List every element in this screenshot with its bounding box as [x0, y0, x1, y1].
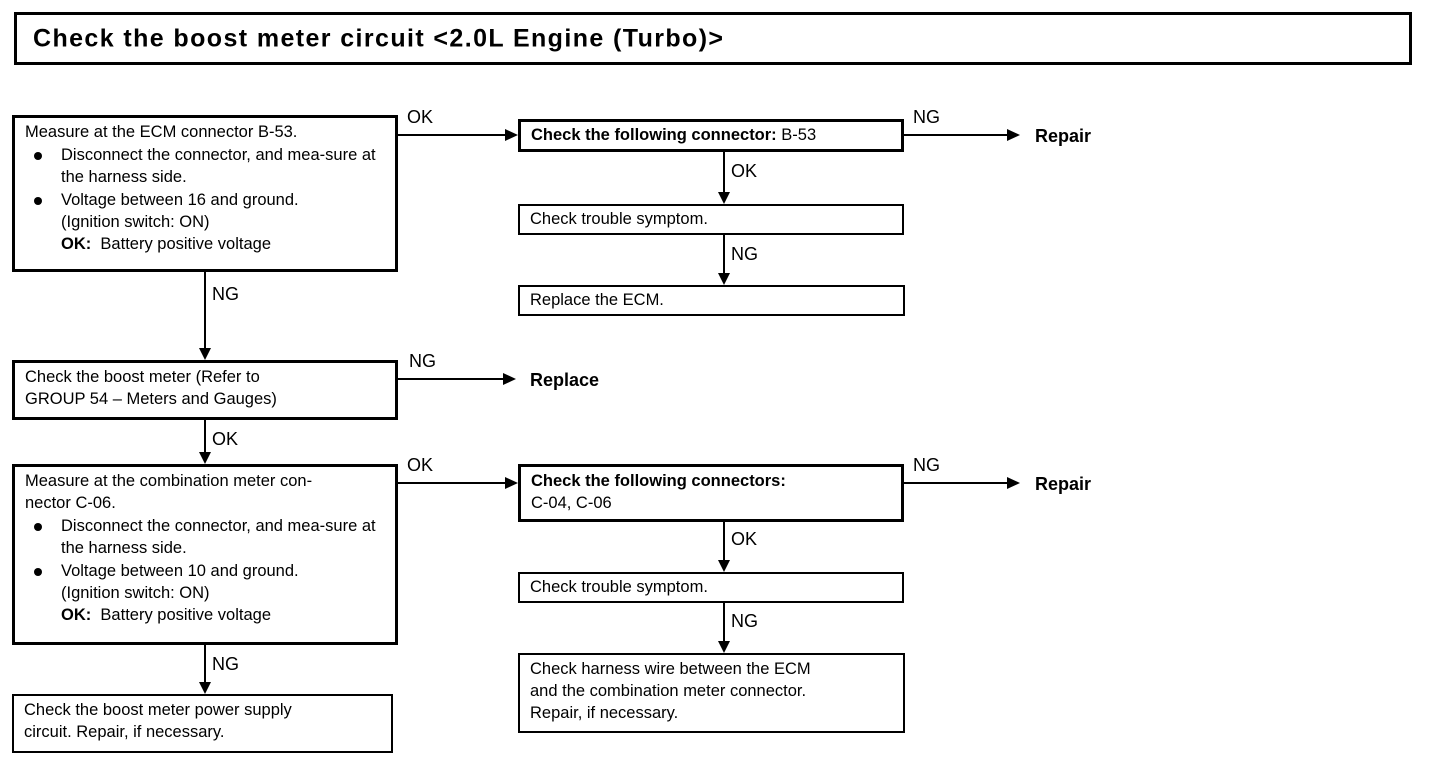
- edge-label-ng-ecm-boost: NG: [212, 284, 239, 304]
- edge-label-ok-boost-measure: OK: [212, 429, 239, 449]
- box-check-harness-line1: Check harness wire between the ECM: [530, 660, 811, 678]
- box-check-connector-b53: Check the following connector: B-53: [518, 119, 904, 152]
- connector-b53-to-symptom1: [723, 152, 725, 192]
- connectors-bold-part: Check the following connectors:: [531, 472, 786, 490]
- arrowhead-measure-cm-to-power-supply: [199, 682, 211, 694]
- arrowhead-boost-meter-to-replace: [503, 373, 516, 385]
- arrowhead-measure-cm-to-connectors: [505, 477, 518, 489]
- ok-label: OK:: [61, 605, 92, 624]
- edge-label-ng-symptom2-harness: NG: [731, 611, 758, 631]
- box-check-harness-wire: Check harness wire between the ECM and t…: [518, 653, 905, 733]
- edge-label-ok-connectors-symptom2: OK: [731, 529, 758, 549]
- box-check-harness-line2: and the combination meter connector.: [530, 681, 807, 700]
- box-measure-ecm-ok-line: OK: Battery positive voltage: [25, 234, 387, 256]
- connector-bold-part: Check the following connector:: [531, 126, 777, 144]
- edge-label-ok-ecm-b53: OK: [407, 107, 434, 127]
- box-measure-cm-note: (Ignition switch: ON): [61, 583, 210, 602]
- box-check-power-supply-line2: circuit. Repair, if necessary.: [24, 722, 225, 741]
- edge-label-ng-b53-repair: NG: [913, 107, 940, 127]
- box-check-trouble-symptom-2: Check trouble symptom.: [518, 572, 904, 603]
- list-item: Voltage between 10 and ground.: [25, 561, 387, 583]
- terminal-repair-top: Repair: [1035, 126, 1092, 146]
- box-replace-ecm: Replace the ECM.: [518, 285, 905, 316]
- box-check-power-supply-line1: Check the boost meter power supply: [24, 701, 292, 719]
- box-check-boost-meter-line2: GROUP 54 – Meters and Gauges): [25, 389, 277, 408]
- connector-measure-cm-to-power-supply: [204, 645, 206, 682]
- box-check-boost-meter: Check the boost meter (Refer to GROUP 54…: [12, 360, 398, 420]
- connector-ecm-to-boost-meter: [204, 272, 206, 348]
- connector-b53-to-repair: [904, 134, 1007, 136]
- box-check-harness-line3: Repair, if necessary.: [530, 703, 679, 722]
- box-check-boost-meter-line1: Check the boost meter (Refer to: [25, 368, 260, 386]
- arrowhead-ecm-to-b53: [505, 129, 518, 141]
- box-measure-combination-meter: Measure at the combination meter con- ne…: [12, 464, 398, 645]
- connector-boost-meter-to-replace: [398, 378, 503, 380]
- connector-connectors-to-symptom2: [723, 522, 725, 560]
- connector-plain-part: B-53: [781, 126, 817, 144]
- terminal-replace-meter: Replace: [530, 370, 600, 390]
- arrowhead-ecm-to-boost-meter: [199, 348, 211, 360]
- box-measure-ecm-bullets: Disconnect the connector, and mea-sure a…: [25, 145, 387, 212]
- bullet-dot-icon: [34, 522, 42, 531]
- connector-symptom1-to-replace-ecm: [723, 235, 725, 273]
- edge-label-ng-measure-power: NG: [212, 654, 239, 674]
- bullet-text: Disconnect the connector, and mea-sure a…: [61, 516, 376, 557]
- list-item: Voltage between 16 and ground.: [25, 190, 387, 212]
- ok-value: Battery positive voltage: [100, 234, 272, 253]
- arrowhead-symptom2-to-harness: [718, 641, 730, 653]
- title-bar: Check the boost meter circuit <2.0L Engi…: [14, 12, 1412, 65]
- arrowhead-symptom1-to-replace-ecm: [718, 273, 730, 285]
- box-measure-ecm-note: (Ignition switch: ON): [61, 212, 210, 231]
- bullet-text: Disconnect the connector, and mea-sure a…: [61, 145, 376, 186]
- bullet-text: Voltage between 10 and ground.: [61, 561, 299, 580]
- box-measure-cm-bullets: Disconnect the connector, and mea-sure a…: [25, 516, 387, 583]
- arrowhead-b53-to-symptom1: [718, 192, 730, 204]
- box-check-trouble-symptom-2-text: Check trouble symptom.: [530, 578, 708, 596]
- bullet-dot-icon: [34, 567, 42, 576]
- edge-label-ng-symptom1-ecm: NG: [731, 244, 758, 264]
- arrowhead-connectors-to-symptom2: [718, 560, 730, 572]
- box-measure-cm-header-line2: nector C-06.: [25, 493, 116, 512]
- connector-connectors-to-repair: [904, 482, 1007, 484]
- box-measure-ecm-header: Measure at the ECM connector B-53.: [25, 123, 298, 141]
- connector-symptom2-to-harness: [723, 603, 725, 641]
- connector-measure-cm-to-connectors: [398, 482, 505, 484]
- box-check-trouble-symptom-1: Check trouble symptom.: [518, 204, 904, 235]
- box-measure-cm-header-line1: Measure at the combination meter con-: [25, 472, 313, 490]
- connector-boost-meter-to-measure-cm: [204, 420, 206, 452]
- arrowhead-b53-to-repair: [1007, 129, 1020, 141]
- box-check-trouble-symptom-1-text: Check trouble symptom.: [530, 210, 708, 228]
- edge-label-ok-measure-connectors: OK: [407, 455, 434, 475]
- connectors-plain-part: C-04, C-06: [531, 493, 612, 512]
- bullet-dot-icon: [34, 151, 42, 160]
- box-replace-ecm-text: Replace the ECM.: [530, 291, 664, 309]
- arrowhead-boost-meter-to-measure-cm: [199, 452, 211, 464]
- ok-value: Battery positive voltage: [100, 605, 272, 624]
- edge-label-ok-b53-symptom1: OK: [731, 161, 758, 181]
- box-measure-ecm-connector: Measure at the ECM connector B-53. Disco…: [12, 115, 398, 272]
- edge-label-ng-boost-replace: NG: [409, 351, 436, 371]
- bullet-text: Voltage between 16 and ground.: [61, 190, 299, 209]
- box-check-connector-b53-text: Check the following connector: B-53: [531, 126, 816, 144]
- edge-label-ng-connectors-repair: NG: [913, 455, 940, 475]
- list-item: Disconnect the connector, and mea-sure a…: [25, 516, 387, 560]
- page-title: Check the boost meter circuit <2.0L Engi…: [33, 24, 725, 52]
- arrowhead-connectors-to-repair: [1007, 477, 1020, 489]
- connector-ecm-to-b53: [398, 134, 505, 136]
- box-measure-cm-ok-line: OK: Battery positive voltage: [25, 605, 387, 627]
- box-check-power-supply: Check the boost meter power supply circu…: [12, 694, 393, 753]
- terminal-repair-bottom: Repair: [1035, 474, 1092, 494]
- ok-label: OK:: [61, 234, 92, 253]
- box-check-connectors-c04-c06: Check the following connectors: C-04, C-…: [518, 464, 904, 522]
- list-item: Disconnect the connector, and mea-sure a…: [25, 145, 387, 189]
- bullet-dot-icon: [34, 196, 42, 205]
